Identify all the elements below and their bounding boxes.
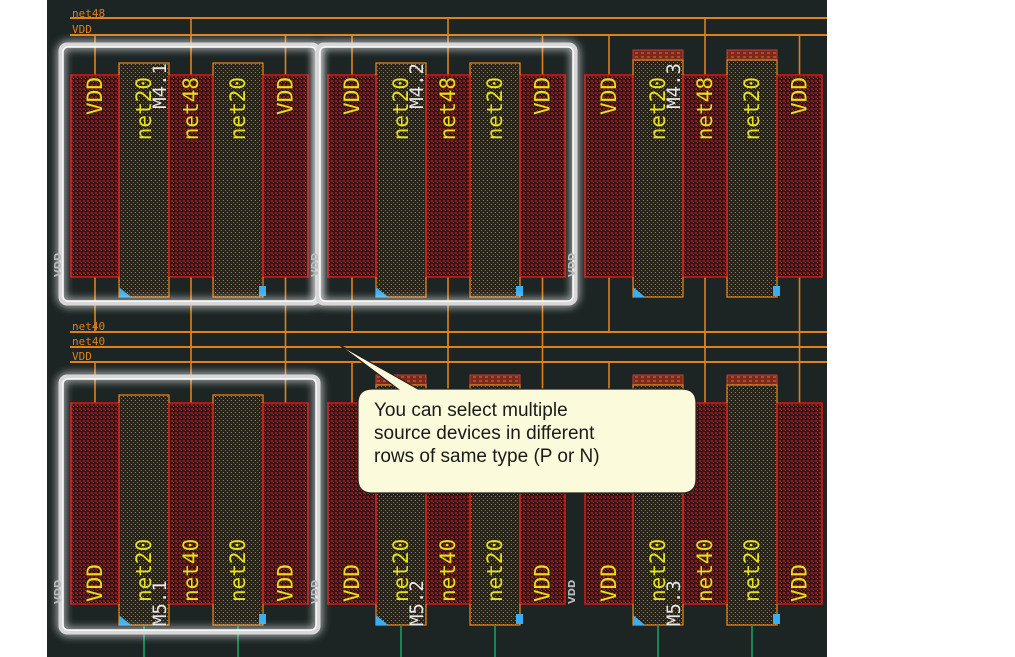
pin-marker [119,615,131,625]
callout-line: rows of same type (P or N) [374,446,600,467]
poly-gate[interactable] [469,62,521,298]
poly-cap [632,49,684,61]
terminal-label: net48 [693,77,717,140]
terminal-label: VDD [597,77,621,115]
diffusion-region [70,402,309,605]
poly-gate[interactable] [726,59,778,298]
terminal-label: VDD [274,564,298,602]
pin-marker [259,286,266,296]
terminal-label: net20 [389,77,413,140]
device-name-label: M4.1 [149,63,171,109]
diffusion-region [70,74,309,278]
pin-marker [773,614,780,624]
terminal-label: VDD [83,77,107,115]
device-name-label: M5.2 [406,580,428,626]
pin-marker [516,286,523,296]
terminal-label: net20 [132,77,156,140]
pin-marker [516,614,523,624]
terminal-label: VDD [531,564,555,602]
poly-gate[interactable] [212,62,264,298]
poly-gate[interactable] [375,62,427,298]
transistor-M4-2[interactable] [327,62,566,298]
terminal-label: net20 [483,539,507,602]
terminal-label: VDD [597,564,621,602]
pin-marker [259,614,266,624]
terminal-label: net20 [226,77,250,140]
pin-marker [376,287,388,297]
terminal-label: VDD [83,564,107,602]
selection-border-inner [62,378,317,631]
callout-bubble [337,343,697,494]
net-label: VDD [72,350,92,363]
callout-line: source devices in different [374,423,595,444]
terminal-label: net20 [740,77,764,140]
terminal-label: net48 [179,77,203,140]
row-label: VDD [310,580,321,604]
terminal-label: net20 [646,77,670,140]
row-label: VDD [310,253,321,277]
selection-border[interactable] [58,374,321,635]
transistor-M5-1[interactable] [70,394,309,657]
device-name-label: M5.1 [149,580,171,626]
net-label: net48 [72,7,105,20]
terminal-label: VDD [274,77,298,115]
diffusion-region [327,74,566,278]
terminal-label: net20 [132,539,156,602]
pin-marker [119,287,131,297]
poly-gate[interactable] [726,384,778,626]
terminal-label: net40 [693,539,717,602]
callout-line: You can select multiple [374,400,568,421]
terminal-label: net20 [389,539,413,602]
transistor-M4-3[interactable] [584,49,823,298]
terminal-label: net20 [483,77,507,140]
net-label: VDD [72,23,92,36]
net-label: net40 [72,335,105,348]
row-label: VDD [53,580,64,604]
diffusion-region [584,74,823,278]
terminal-label: VDD [788,77,812,115]
transistor-M4-1[interactable] [70,62,309,298]
callout-text: You can select multiple source devices i… [374,399,694,468]
row-label: VDD [53,253,64,277]
pin-marker [633,615,645,625]
pin-marker [376,615,388,625]
device-name-label: M4.2 [406,63,428,109]
selection-border-inner [319,46,574,302]
terminal-label: net40 [179,539,203,602]
terminal-label: VDD [340,77,364,115]
poly-cap [726,49,778,61]
poly-cap [469,374,521,386]
poly-cap [726,374,778,386]
poly-gate[interactable] [632,59,684,298]
pin-marker [633,287,645,297]
poly-cap [632,374,684,386]
poly-gate[interactable] [118,394,170,626]
terminal-label: VDD [340,564,364,602]
selection-border[interactable] [315,42,578,306]
terminal-label: VDD [788,564,812,602]
terminal-label: net20 [740,539,764,602]
net-label: net40 [72,320,105,333]
terminal-label: net20 [226,539,250,602]
terminal-label: net40 [436,539,460,602]
row-label: VDD [567,580,578,604]
terminal-label: VDD [531,77,555,115]
terminal-label: net48 [436,77,460,140]
callout-shape [337,343,697,494]
device-name-label: M4.3 [663,63,685,109]
device-name-label: M5.3 [663,580,685,626]
terminal-label: net20 [646,539,670,602]
selection-layer [56,40,580,637]
poly-gate[interactable] [118,62,170,298]
pin-marker [773,286,780,296]
row-label: VDD [567,253,578,277]
